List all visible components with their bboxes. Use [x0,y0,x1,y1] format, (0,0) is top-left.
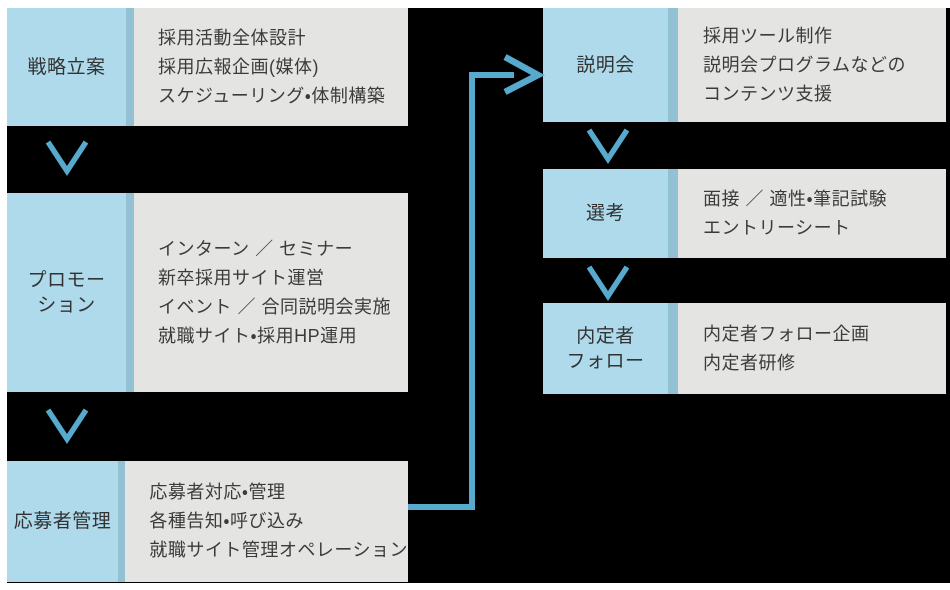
stage-label-text: プロモー [27,269,106,291]
stage-details: 応募者対応・管理 各種告知・呼び込み 就職サイト管理オペレーション [125,461,408,582]
stage-label: 戦略立案 [7,8,126,126]
stage-details: 内定者フォロー企画 内定者研修 [678,303,946,394]
stage-details: インターン ／ セミナー 新卒採用サイト運営 イベント ／ 合同説明会実施 就職… [134,193,408,392]
detail-line: イベント ／ 合同説明会実施 [158,296,392,317]
detail-line: 各種告知・呼び込み [149,511,304,531]
label-edge-strip [126,193,134,392]
stage-details: 採用ツール制作 説明会プログラムなどの コンテンツ支援 [678,8,946,122]
stage-label: プロモー ション [7,193,126,392]
label-edge-strip [668,8,678,122]
detail-line: 採用広報企画(媒体) [158,56,319,77]
stage-label: 応募者管理 [7,461,118,582]
label-edge-strip [117,461,126,582]
detail-line: インターン ／ セミナー [158,238,354,259]
label-edge-strip [126,8,134,126]
stage-details: 採用活動全体設計 採用広報企画(媒体) スケジューリング・体制構築 [134,8,408,126]
detail-line: 採用活動全体設計 [158,27,306,48]
stage-box-screening: 選考 面接 ／ 適性・筆記試験 エントリーシート [543,169,946,258]
stage-label-text: フォロー [566,350,645,372]
stage-label: 選考 [543,169,668,258]
stage-label-text: 説明会 [576,54,635,76]
stage-label-text: 戦略立案 [27,56,106,78]
detail-line: エントリーシート [703,217,851,238]
detail-line: 応募者対応・管理 [149,482,286,502]
stage-box-offer-holder-follow: 内定者 フォロー 内定者フォロー企画 内定者研修 [543,303,946,394]
stage-box-strategy-planning: 戦略立案 採用活動全体設計 採用広報企画(媒体) スケジューリング・体制構築 [7,8,408,126]
stage-box-information-session: 説明会 採用ツール制作 説明会プログラムなどの コンテンツ支援 [543,8,946,122]
detail-line: 就職サイト・採用HP運用 [158,325,358,346]
detail-line: 内定者研修 [703,352,796,373]
stage-label-text: ション [37,294,96,316]
stage-details: 面接 ／ 適性・筆記試験 エントリーシート [678,169,946,258]
detail-line: コンテンツ支援 [703,83,833,104]
detail-line: 説明会プログラムなどの [703,54,906,75]
stage-label: 内定者 フォロー [543,303,668,394]
stage-box-applicant-management: 応募者管理 応募者対応・管理 各種告知・呼び込み 就職サイト管理オペレーション [7,461,408,582]
stage-label-text: 内定者 [576,325,635,347]
label-edge-strip [668,303,678,394]
stage-label: 説明会 [543,8,668,122]
detail-line: 就職サイト管理オペレーション [149,540,408,560]
detail-line: スケジューリング・体制構築 [158,85,386,106]
stage-label-text: 選考 [585,203,625,224]
detail-line: 採用ツール制作 [703,25,833,46]
detail-line: 面接 ／ 適性・筆記試験 [703,188,888,209]
detail-line: 内定者フォロー企画 [703,323,870,344]
stage-box-promotion: プロモー ション インターン ／ セミナー 新卒採用サイト運営 イベント ／ 合… [7,193,408,392]
detail-line: 新卒採用サイト運営 [158,267,325,288]
label-edge-strip [668,169,678,258]
stage-label-text: 応募者管理 [13,511,112,532]
